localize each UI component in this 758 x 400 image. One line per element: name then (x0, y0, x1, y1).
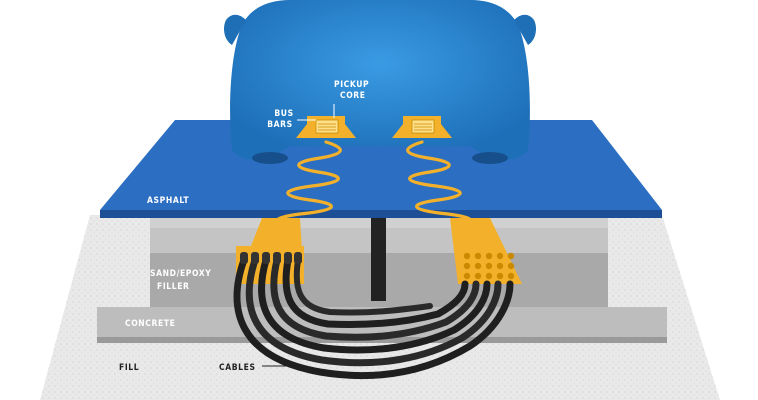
leader-lines (297, 104, 335, 121)
bus-bars-label-line2: BARS (267, 120, 293, 130)
bus-bars-label-line1: BUS (274, 109, 293, 119)
pickup-core-left (296, 116, 356, 138)
cable-ends-left (240, 252, 302, 264)
fill-label: FILL (119, 363, 139, 373)
center-divider (371, 215, 386, 301)
asphalt-label: ASPHALT (147, 196, 189, 206)
cables-label: CABLES (219, 363, 256, 373)
pickup-label-line2: CORE (340, 91, 366, 101)
coil-spring-right-icon (406, 140, 473, 228)
filler-label-line2: FILLER (157, 282, 190, 292)
filler-label-line1: SAND/EPOXY (150, 269, 211, 279)
concrete-label: CONCRETE (125, 319, 175, 329)
coil-spring-left-icon (275, 140, 342, 228)
car-silhouette (224, 0, 536, 164)
pickup-label-line1: PICKUP (334, 80, 369, 90)
pickup-core-right (392, 116, 452, 138)
cable-bundle-icon (233, 256, 514, 380)
road-coil-right (450, 218, 522, 284)
cable-ends-grid (463, 252, 515, 280)
